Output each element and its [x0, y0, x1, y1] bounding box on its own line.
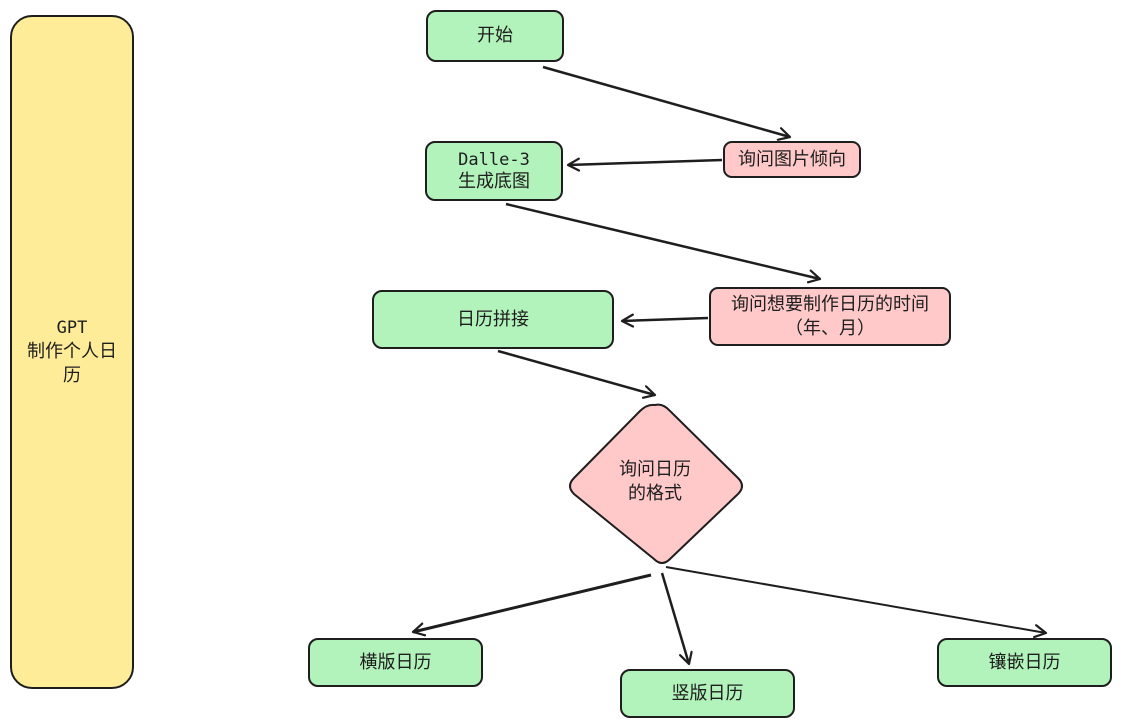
dalle-generate-node: Dalle-3 生成底图: [425, 141, 563, 201]
edge-start-to-ask-image: [542, 65, 790, 137]
horizontal-label: 横版日历: [359, 651, 432, 673]
inlay-label: 镶嵌日历: [988, 651, 1061, 673]
gpt-lane-panel: GPT 制作个人日 历: [10, 15, 134, 689]
horizontal-calendar-node: 横版日历: [308, 638, 483, 687]
lane-title-gpt: GPT: [56, 318, 88, 338]
ask-format-label: 询问日历 的格式: [596, 458, 714, 506]
edge-format-to-horizontal: [413, 573, 652, 632]
ask-format-diamond: [569, 403, 743, 564]
vertical-calendar-node: 竖版日历: [620, 669, 795, 718]
dalle-label-line2: 生成底图: [458, 171, 530, 192]
ask-format-label-line2: 的格式: [628, 483, 682, 504]
ask-image-preference-node: 询问图片倾向: [723, 141, 861, 178]
ask-time-label-line1: 询问想要制作日历的时间: [731, 293, 929, 315]
vertical-label: 竖版日历: [671, 682, 744, 704]
ask-time-label-line2: （年、月）: [785, 317, 875, 339]
inlay-calendar-node: 镶嵌日历: [937, 638, 1112, 687]
ask-image-label: 询问图片倾向: [738, 148, 846, 170]
ask-format-label-line1: 询问日历: [619, 459, 691, 480]
lane-title-line3: 历: [63, 365, 81, 386]
calendar-stitch-node: 日历拼接: [372, 290, 614, 349]
edge-format-to-vertical: [660, 572, 689, 664]
edge-ask-image-to-dalle: [568, 160, 723, 165]
lane-title-line2: 制作个人日: [27, 341, 117, 362]
dalle-label-line1: Dalle-3: [458, 150, 530, 170]
edge-format-to-inlay: [665, 566, 1046, 633]
edge-stitch-to-ask-format: [497, 349, 655, 395]
start-label: 开始: [477, 25, 513, 46]
ask-time-node: 询问想要制作日历的时间 （年、月）: [709, 287, 951, 346]
edge-ask-time-to-stitch: [622, 318, 709, 321]
stitch-label: 日历拼接: [457, 308, 529, 330]
start-node: 开始: [426, 10, 564, 62]
edge-dalle-to-ask-time: [505, 202, 820, 279]
